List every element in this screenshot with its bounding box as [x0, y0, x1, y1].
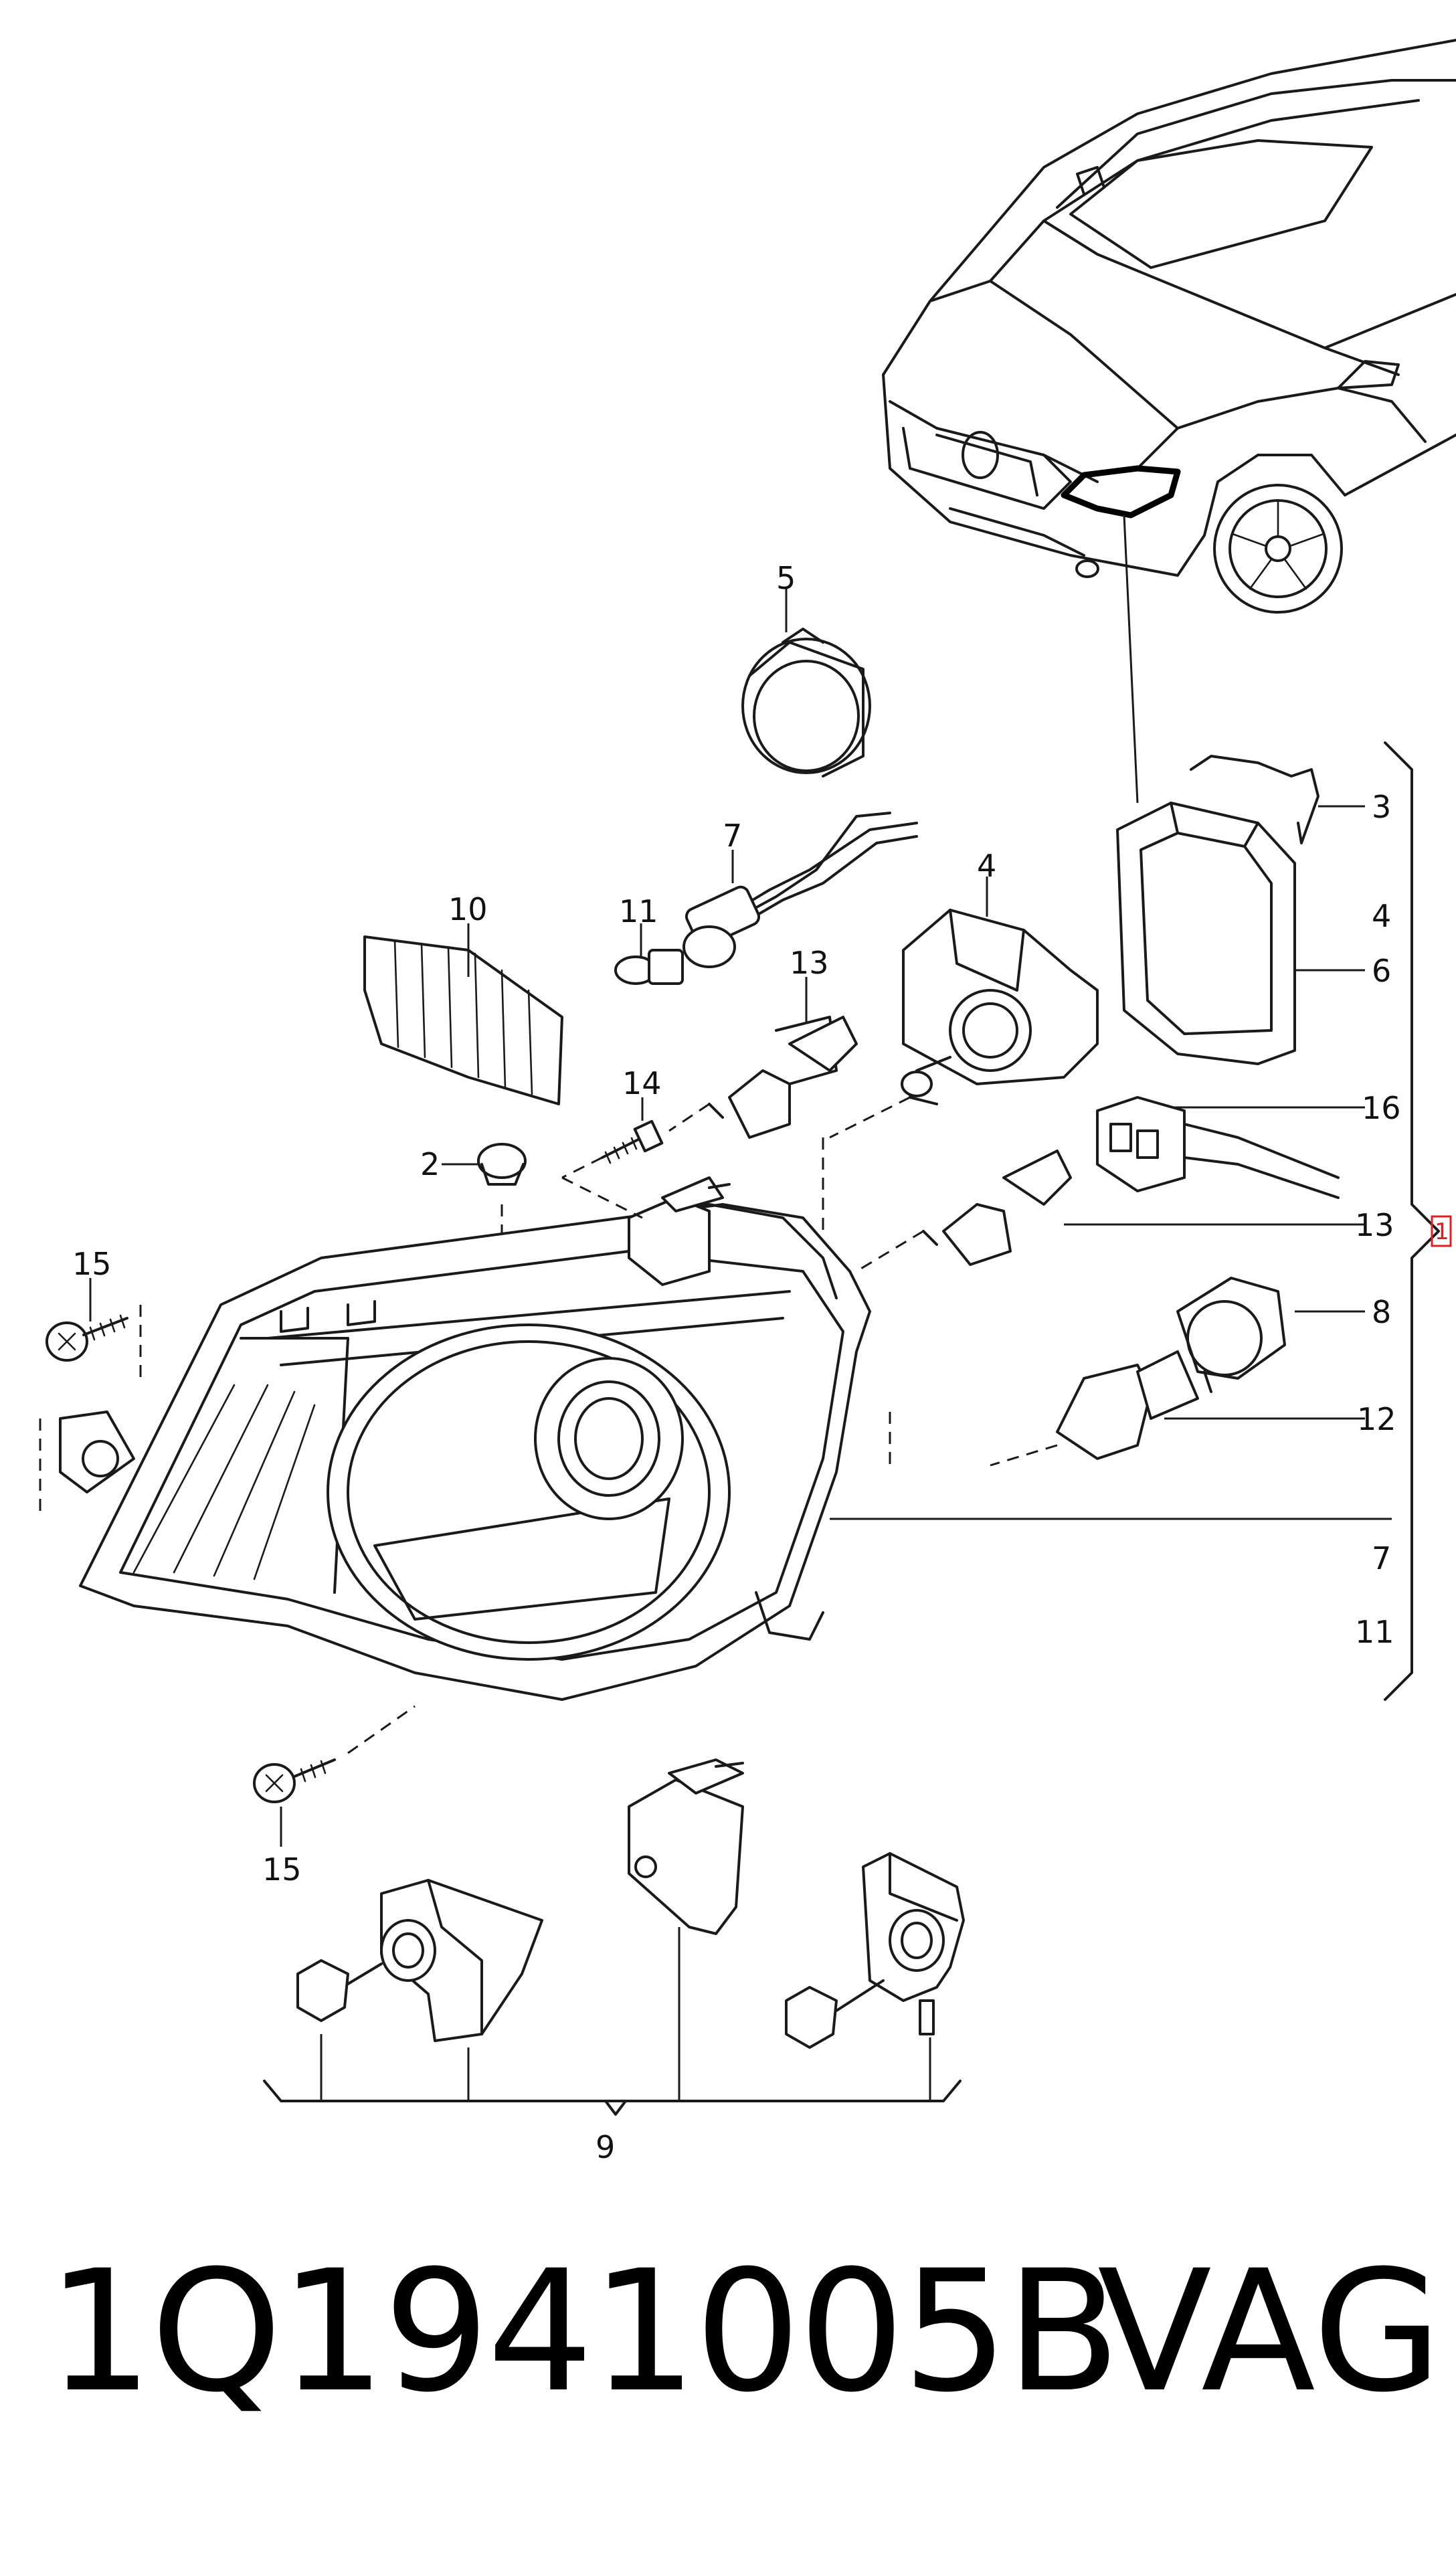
callout-6: 6: [1372, 953, 1391, 989]
callout-7: 7: [1372, 1540, 1391, 1576]
callout-11: 11: [1355, 1614, 1394, 1650]
brand-label: VAG: [1097, 2234, 1443, 2429]
part-2-plug: [442, 1143, 527, 1285]
part-14-screw: [561, 1097, 664, 1179]
part-13-halogen-bulb-lower: [856, 1150, 1365, 1273]
part-12-indicator-bulb: [990, 1350, 1365, 1467]
part-3-spring-clip: [1190, 755, 1365, 844]
callout-1: 1: [1435, 1218, 1449, 1245]
part-9-repair-kit: [263, 1758, 965, 2116]
callout-14: 14: [622, 1065, 662, 1101]
callout-12: 12: [1357, 1401, 1396, 1437]
part-6-cap-seal: [1116, 802, 1365, 1065]
part-7-bulb-holder-wiring: [682, 812, 918, 968]
part-8-bulb-socket: [1176, 1277, 1365, 1393]
part-13-halogen-bulb-upper: [668, 977, 858, 1139]
headlight-housing: [79, 1137, 1392, 1701]
part-5-retaining-ring: [741, 589, 871, 778]
assembly-bracket: [1384, 741, 1440, 1701]
callout-5: 5: [776, 560, 796, 596]
part-16-connector: [1096, 1096, 1365, 1199]
callout-16: 16: [1362, 1090, 1401, 1126]
part-15-screw-upper: [39, 1278, 142, 1512]
part-number: 1Q1941005B: [47, 2234, 1121, 2429]
callout-4: 4: [977, 848, 996, 884]
part-11-small-bulb: [614, 923, 684, 985]
callout-15: 15: [72, 1246, 112, 1282]
callout-15: 15: [262, 1851, 302, 1888]
callout-8: 8: [1372, 1294, 1391, 1330]
callout-labels: 5 3 4 4 6 7 11 13 10 14 16 2 13 1 15 8 1…: [72, 560, 1449, 2165]
vehicle-illustration: [882, 39, 1456, 614]
callout-13: 13: [790, 945, 829, 981]
callout-11: 11: [619, 893, 658, 929]
callout-3: 3: [1372, 789, 1391, 825]
part-15-screw-lower: [253, 1705, 416, 1847]
part-10-lens-panel: [363, 923, 563, 1105]
part-4-ballast-module: [829, 877, 1099, 1139]
callout-2: 2: [420, 1146, 440, 1182]
reference-box: [1431, 1215, 1452, 1247]
callout-4: 4: [1372, 898, 1391, 934]
callout-7: 7: [723, 818, 742, 854]
callout-13: 13: [1355, 1207, 1394, 1243]
callout-10: 10: [448, 891, 488, 927]
callout-9: 9: [596, 2129, 615, 2165]
